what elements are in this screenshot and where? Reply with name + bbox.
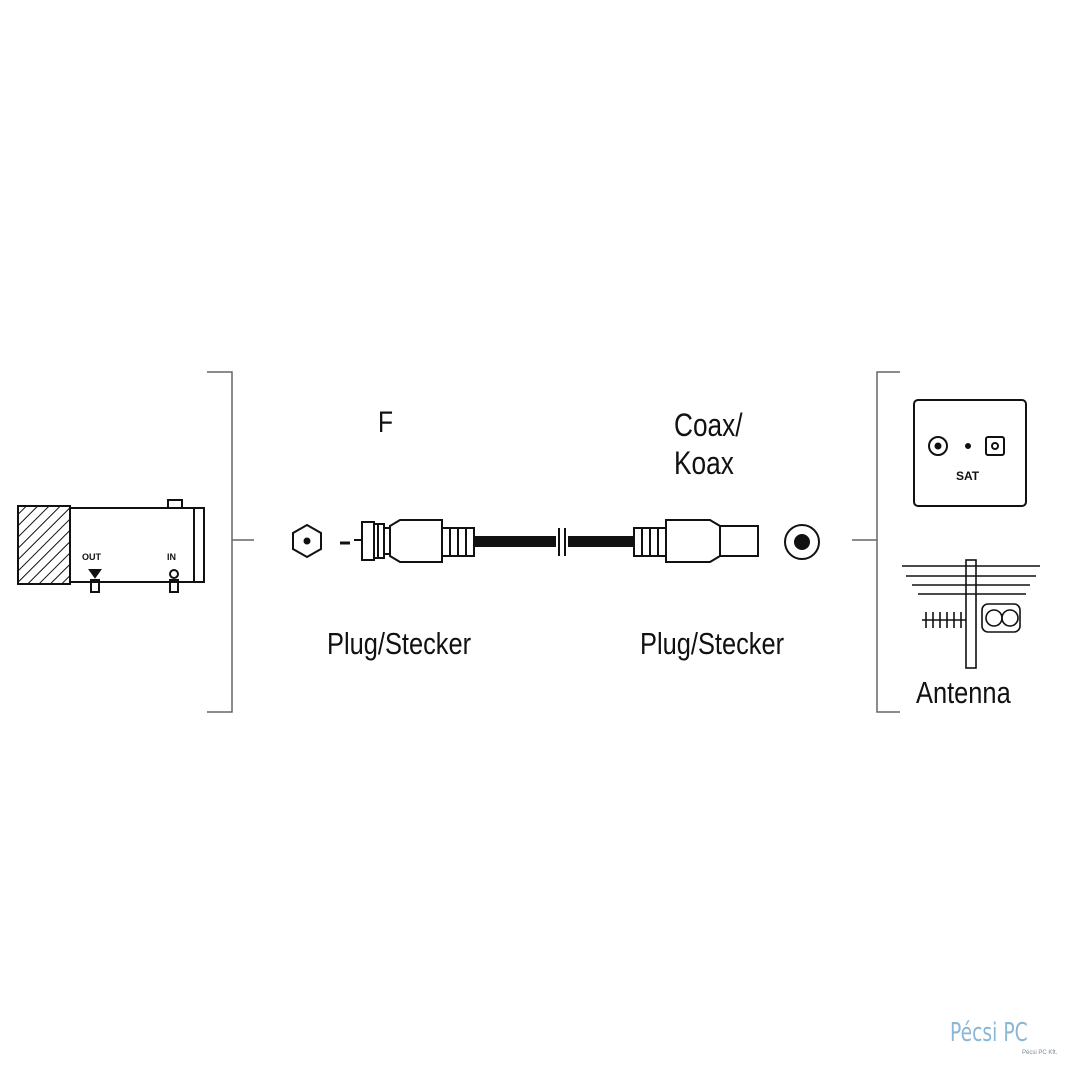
f-plug-icon <box>354 519 475 563</box>
coax-connector-label: Coax/ Koax <box>674 407 743 481</box>
wall-socket-icon: SAT <box>913 399 1027 507</box>
right-plug-label: Plug/Stecker <box>640 626 785 661</box>
antenna-icon <box>902 559 1040 669</box>
wall-socket-sat-label: SAT <box>956 469 980 483</box>
device-out-label: OUT <box>82 552 102 562</box>
f-connector-hex-icon <box>292 523 350 559</box>
coax-socket-end-icon <box>784 524 820 560</box>
receiver-device-icon: OUT IN <box>17 499 205 593</box>
cable <box>474 528 634 556</box>
right-bracket <box>852 371 900 713</box>
f-connector-label: F <box>378 406 394 439</box>
antenna-label: Antenna <box>916 675 1011 710</box>
brand-logo-subtext: Pécsi PC Kft. <box>1022 1050 1058 1056</box>
coax-plug-icon <box>633 519 759 563</box>
left-bracket <box>207 371 254 713</box>
device-in-label: IN <box>167 552 176 562</box>
brand-logo: Pécsi PC <box>950 1018 1028 1048</box>
left-plug-label: Plug/Stecker <box>327 626 472 661</box>
